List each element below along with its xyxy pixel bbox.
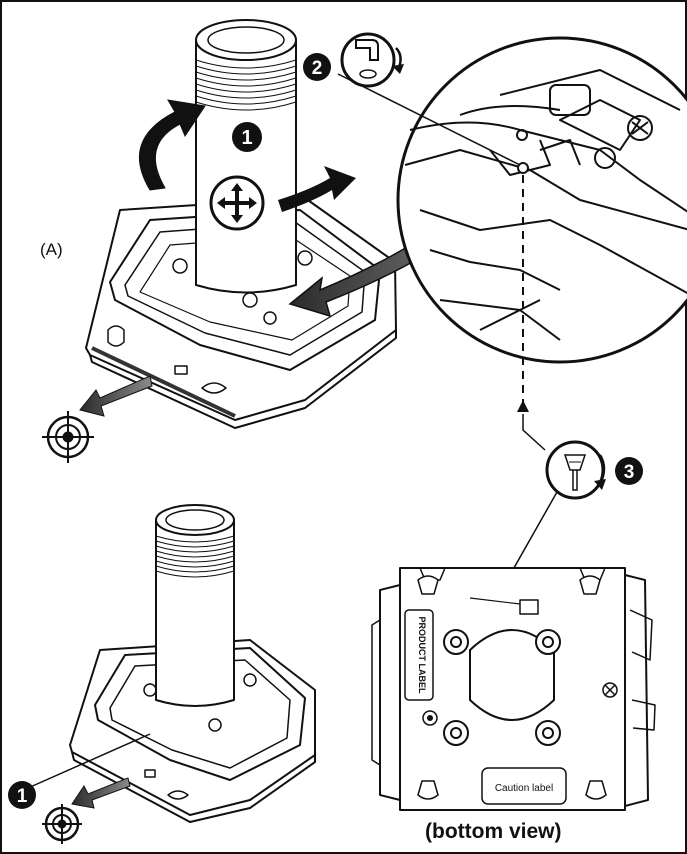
bottom-view-plate — [371, 567, 656, 811]
step-3-badge: 3 — [615, 457, 643, 485]
svg-text:2: 2 — [312, 58, 323, 79]
move-arrows-icon — [209, 175, 265, 231]
caution-label-text: Caution label — [495, 783, 553, 794]
top-slot — [107, 325, 125, 347]
step-1-bottom-leader — [27, 733, 151, 789]
product-label-box — [404, 609, 434, 701]
crosshair-target-icon — [42, 804, 82, 844]
top-screw-target — [263, 311, 277, 325]
bl-pipe — [155, 519, 235, 707]
hex-wrench-icon — [340, 32, 404, 88]
bl-pipe-bore — [165, 509, 225, 531]
bl-screw — [143, 683, 157, 697]
screwdriver-icon — [545, 440, 606, 500]
top-slot — [201, 382, 227, 394]
top-assembly — [85, 19, 397, 429]
move-arrow-right — [278, 166, 356, 212]
top-tab — [174, 365, 188, 375]
bl-tab — [144, 769, 156, 778]
top-screw — [297, 250, 313, 266]
pull-arrow-top — [79, 375, 153, 417]
top-pipe-bore — [207, 26, 285, 54]
bottom-view-caption: (bottom view) — [425, 820, 562, 843]
bl-pipe-threads — [155, 535, 235, 578]
part-a-label: (A) — [40, 240, 63, 259]
bottom-left-assembly — [69, 504, 316, 823]
bv-right-flange — [624, 574, 649, 807]
svg-text:1: 1 — [17, 786, 28, 807]
crosshair-target-icon — [42, 411, 94, 463]
top-base-edge — [89, 330, 397, 429]
bl-base-edge — [71, 751, 316, 823]
top-screw — [242, 292, 258, 308]
top-pipe-threads — [195, 59, 297, 111]
bv-left-flange — [379, 584, 401, 801]
svg-text:1: 1 — [241, 127, 252, 149]
step-1-badge: 1 — [232, 122, 262, 152]
svg-text:3: 3 — [624, 462, 635, 483]
alignment-connector — [522, 414, 546, 451]
step-1-badge-bottom: 1 — [8, 781, 36, 809]
product-label-text: PRODUCT LABEL — [417, 617, 427, 694]
step-2-badge: 2 — [303, 53, 331, 81]
top-screw — [172, 258, 188, 274]
alignment-arrowhead — [517, 400, 529, 412]
step-2-leader — [337, 73, 521, 166]
caution-label-box — [481, 767, 567, 805]
top-rail — [91, 346, 236, 418]
pull-arrow-bottom — [71, 777, 131, 809]
top-pipe — [195, 39, 297, 294]
bl-slot — [167, 790, 189, 800]
bl-screw — [243, 673, 257, 687]
bl-screw — [208, 718, 222, 732]
detail-zoom-circle — [396, 36, 687, 364]
detail-screw — [517, 162, 529, 174]
rotation-arrow — [138, 99, 206, 191]
